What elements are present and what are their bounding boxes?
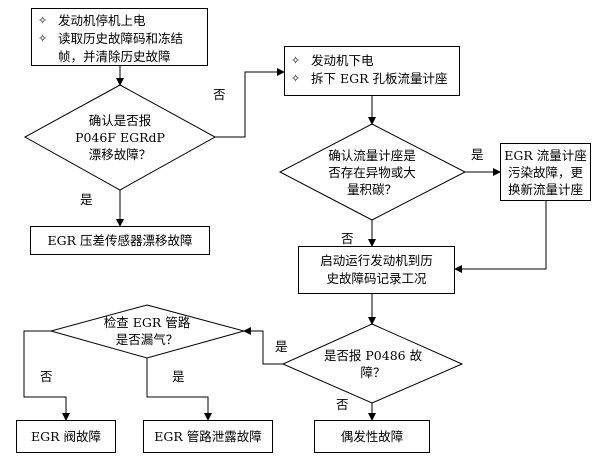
label-flowmeter-no: 否 [341, 231, 354, 246]
label-p0486-yes: 是 [275, 339, 288, 354]
hollow-diamond-bullet-icon: ✧ [291, 54, 301, 67]
diamond-pipe-text: 检查 EGR 管路 是否漏气？ [103, 315, 191, 347]
hollow-diamond-bullet-icon: ✧ [291, 72, 301, 85]
replace-flowmeter-box: EGR 流量计座 污染故障，更 换新流量计座 [500, 143, 591, 201]
egr-pipe-leak-fault-box: EGR 管路泄露故障 [143, 420, 273, 453]
label-p046f-yes: 是 [80, 192, 93, 207]
arrow-p0486-yes [243, 327, 283, 365]
diamond-flowmeter-text: 确认流量计座是 否存在异物或大 量积碳？ [328, 148, 416, 197]
start-step-item: ✧ 读取历史故障码和冻结 [38, 31, 184, 46]
run-engine-box: 启动运行发动机到历 史故障码记录工况 [298, 246, 455, 294]
arrow-replace-to-run [454, 201, 547, 273]
power-off-step-item: ✧ 拆下 EGR 孔板流量计座 [291, 71, 448, 86]
power-off-step-box: ✧ 发动机下电 ✧ 拆下 EGR 孔板流量计座 [284, 46, 460, 96]
arrow-pipe-no [23, 330, 70, 421]
hollow-diamond-bullet-icon: ✧ [38, 14, 48, 27]
label-p046f-no: 否 [213, 87, 226, 102]
label-flowmeter-yes: 是 [471, 147, 484, 162]
intermittent-fault-box: 偶发性故障 [314, 420, 430, 453]
hollow-diamond-bullet-icon: ✧ [38, 32, 48, 45]
start-step-item: ✧ 发动机停机上电 [38, 13, 146, 28]
label-p0486-no: 否 [336, 397, 349, 412]
start-step-item-continuation: 帧，并清除历史故障 [58, 49, 171, 64]
egr-valve-fault-box: EGR 阀故障 [16, 420, 116, 453]
arrow-p046f-no [215, 68, 285, 138]
start-step-box: ✧ 发动机停机上电 ✧ 读取历史故障码和冻结 帧，并清除历史故障 [31, 8, 208, 66]
label-pipe-yes: 是 [172, 369, 185, 384]
arrow-pipe-yes [146, 358, 212, 421]
power-off-step-item: ✧ 发动机下电 [291, 53, 374, 68]
diamond-p046f-text: 确认是否报 P046F EGRdP 漂移故障？ [75, 113, 165, 162]
sensor-drift-fault-box: EGR 压差传感器漂移故障 [30, 226, 210, 255]
label-pipe-no: 否 [40, 369, 53, 384]
diamond-p0486-text: 是否报 P0486 故 障？ [323, 348, 423, 380]
